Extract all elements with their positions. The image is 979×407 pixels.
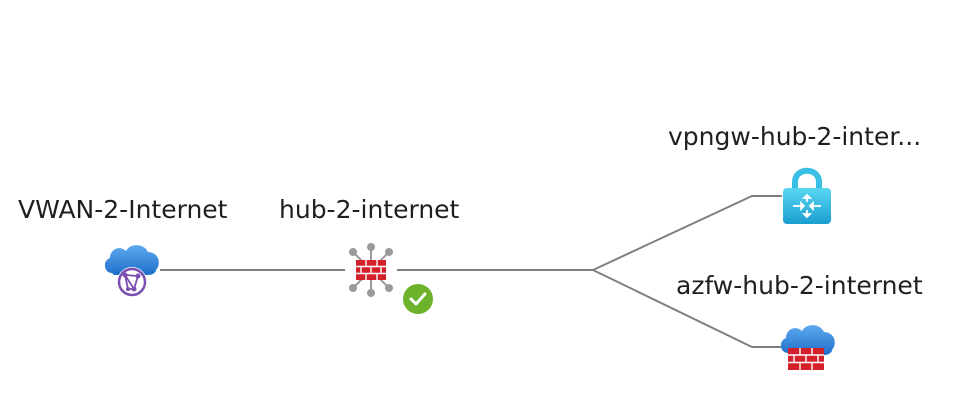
node-label-azfw: azfw-hub-2-internet	[676, 271, 923, 300]
firewall-cloud-icon[interactable]	[780, 325, 835, 370]
virtual-wan-cloud-icon[interactable]	[104, 245, 159, 297]
vpn-gateway-lock-icon[interactable]	[783, 167, 831, 224]
virtual-hub-firewall-icon[interactable]	[349, 243, 393, 297]
node-label-hub: hub-2-internet	[279, 195, 460, 224]
node-label-vpngw: vpngw-hub-2-inter...	[668, 122, 922, 151]
edges	[160, 195, 782, 348]
check-circle-icon	[403, 284, 433, 314]
node-label-vwan: VWAN-2-Internet	[18, 195, 228, 224]
edge-hub-vpngw	[592, 195, 782, 271]
edge-hub-azfw	[592, 269, 782, 348]
